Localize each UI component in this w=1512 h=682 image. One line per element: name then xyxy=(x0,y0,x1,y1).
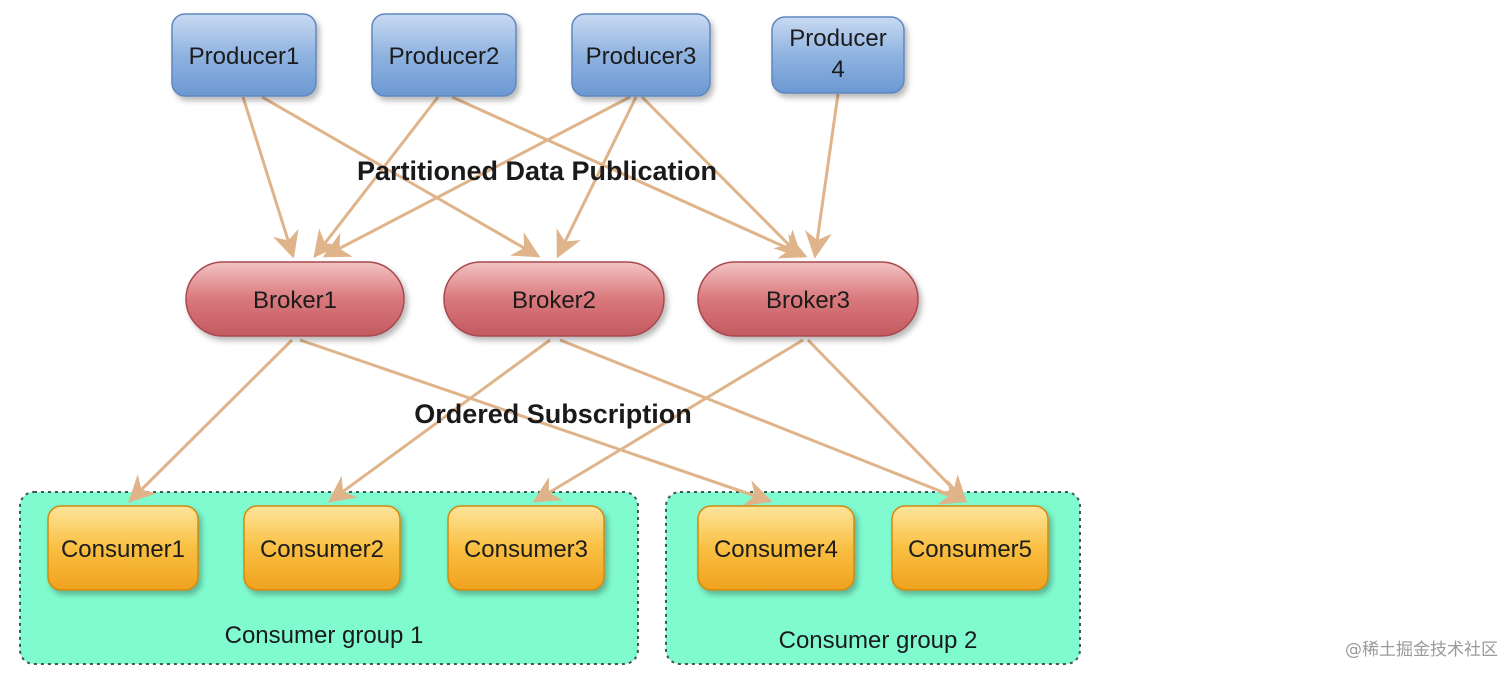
consumer-node: Consumer5 xyxy=(891,505,1049,591)
subscription-arrows xyxy=(128,338,968,506)
arrow-producer3-broker1 xyxy=(322,95,631,258)
arrow-producer3-broker3 xyxy=(640,95,802,258)
broker-label: Broker3 xyxy=(766,287,850,314)
publication-heading: Partitioned Data Publication xyxy=(357,156,717,186)
arrow-broker2-consumer2 xyxy=(327,338,551,503)
arrow-broker1-consumer4 xyxy=(299,338,773,506)
consumer-label: Consumer1 xyxy=(61,536,185,563)
consumer-node: Consumer3 xyxy=(447,505,605,591)
producer-label: Producer3 xyxy=(586,43,697,70)
broker-label: Broker2 xyxy=(512,287,596,314)
broker-node: Broker2 xyxy=(443,261,665,337)
broker-node: Broker1 xyxy=(185,261,405,337)
arrow-producer2-broker1 xyxy=(313,96,440,259)
producer-node: Producer 4 xyxy=(771,16,905,94)
arrow-producer3-broker2 xyxy=(556,96,638,259)
arrow-broker3-consumer3 xyxy=(532,338,804,503)
subscription-heading: Ordered Subscription xyxy=(414,399,692,429)
producer-label: Producer xyxy=(789,25,886,52)
consumer-label: Consumer4 xyxy=(714,536,838,563)
arrow-broker1-consumer1 xyxy=(128,338,294,503)
consumer-group-1-label: Consumer group 1 xyxy=(225,622,424,649)
broker-label: Broker1 xyxy=(253,287,337,314)
consumer-group-2-label: Consumer group 2 xyxy=(779,627,978,654)
arrow-producer1-broker2 xyxy=(261,95,541,258)
consumer-node: Consumer2 xyxy=(243,505,401,591)
arrow-producer4-broker3 xyxy=(805,93,840,259)
producer-label-line2: 4 xyxy=(831,56,844,83)
producer-node: Producer3 xyxy=(571,13,711,97)
consumer-node: Consumer1 xyxy=(47,505,199,591)
consumer-label: Consumer3 xyxy=(464,536,588,563)
producer-label: Producer1 xyxy=(189,43,300,70)
consumer-label: Consumer2 xyxy=(260,536,384,563)
arrow-broker2-consumer5 xyxy=(559,338,968,505)
producer-node: Producer1 xyxy=(171,13,317,97)
producer-label: Producer2 xyxy=(389,43,500,70)
broker-node: Broker3 xyxy=(697,261,919,337)
arrow-producer2-broker3 xyxy=(451,95,808,259)
watermark-text: @稀土掘金技术社区 xyxy=(1345,640,1498,660)
publication-arrows xyxy=(241,93,840,259)
consumer-node: Consumer4 xyxy=(697,505,855,591)
consumer-label: Consumer5 xyxy=(908,536,1032,563)
producer-node: Producer2 xyxy=(371,13,517,97)
arrow-producer1-broker1 xyxy=(241,96,299,259)
arrow-broker3-consumer5 xyxy=(806,338,967,503)
